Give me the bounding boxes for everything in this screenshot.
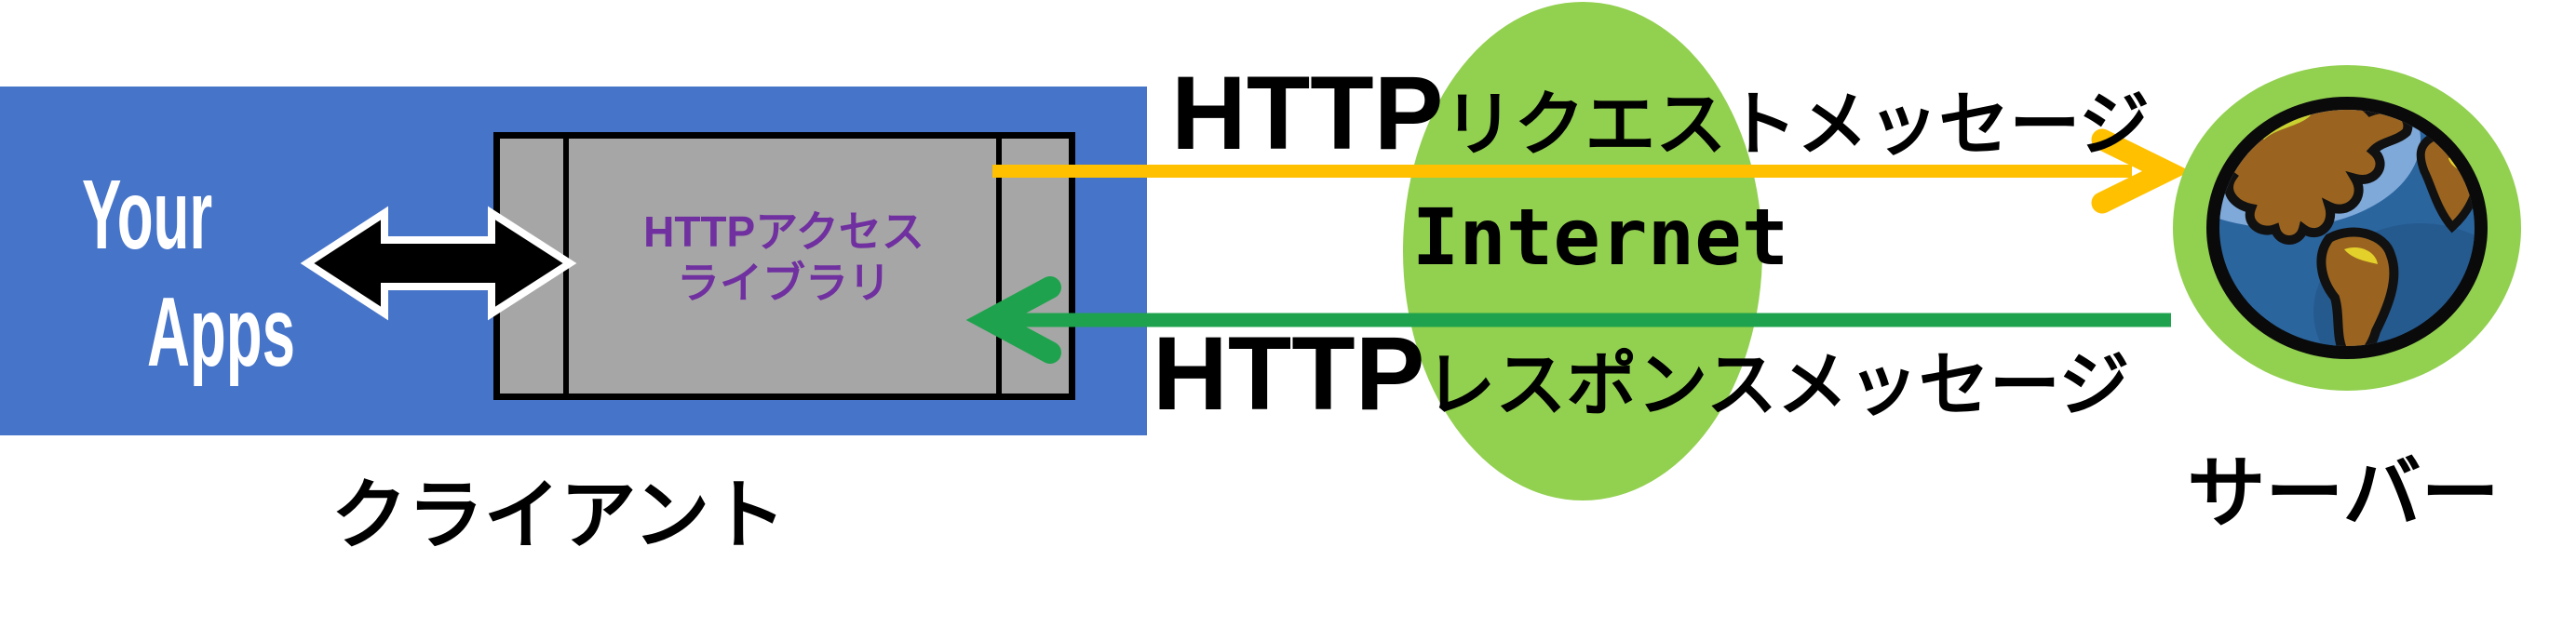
internet-ellipse (1403, 2, 1762, 500)
bidirectional-arrow-icon (300, 206, 577, 321)
response-label-prefix: HTTP (1153, 315, 1425, 432)
left-arrow-icon (965, 276, 2171, 364)
library-box (493, 132, 1075, 400)
library-box-right-divider (996, 132, 1002, 400)
request-message-label: HTTPリクエストメッセージ (1171, 61, 2150, 166)
library-label-line2: ライブラリ (677, 259, 891, 307)
client-caption: クライアント (330, 474, 787, 558)
response-message-label: HTTPレスポンスメッセージ (1153, 322, 2129, 426)
library-label: HTTPアクセス ライブラリ (574, 207, 993, 309)
internet-label: Internet (1411, 192, 1789, 283)
right-arrow-icon (992, 128, 2192, 214)
response-label-text: レスポンスメッセージ (1424, 346, 2130, 425)
globe-icon (2173, 65, 2521, 391)
your-apps-label-line2: Apps (147, 277, 295, 387)
request-label-text: リクエストメッセージ (1443, 86, 2150, 165)
request-label-prefix: HTTP (1171, 55, 1444, 171)
server-caption: サーバー (2187, 449, 2500, 537)
your-apps-label-line1: Your (82, 160, 213, 270)
library-label-line1: HTTPアクセス (643, 207, 924, 256)
